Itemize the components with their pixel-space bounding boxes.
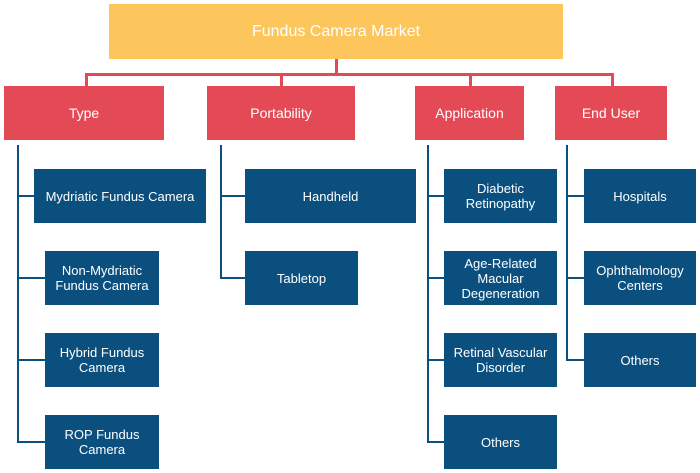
leaf-mydriatic: Mydriatic Fundus Camera bbox=[34, 169, 206, 223]
type-branch bbox=[17, 277, 45, 279]
type-branch bbox=[17, 195, 34, 197]
leaf-label: Others bbox=[620, 352, 660, 368]
application-branch bbox=[427, 195, 444, 197]
leaf-label: Tabletop bbox=[276, 270, 327, 286]
leaf-application-others: Others bbox=[444, 415, 557, 469]
leaf-ophthalmology-centers: Ophthalmology Centers bbox=[584, 251, 696, 305]
leaf-label: Ophthalmology Centers bbox=[596, 263, 684, 293]
portability-branch bbox=[220, 277, 245, 279]
type-branch bbox=[17, 359, 45, 361]
leaf-label: Retinal Vascular Disorder bbox=[453, 345, 548, 375]
leaf-end-user-others: Others bbox=[584, 333, 696, 387]
connector-portability bbox=[280, 73, 283, 86]
application-branch bbox=[427, 441, 444, 443]
leaf-handheld: Handheld bbox=[245, 169, 416, 223]
root-label: Fundus Camera Market bbox=[251, 23, 421, 40]
category-application: Application bbox=[415, 86, 524, 140]
leaf-rop: ROP Fundus Camera bbox=[45, 415, 159, 469]
leaf-label: Hybrid Fundus Camera bbox=[59, 345, 145, 375]
application-trunk bbox=[427, 145, 429, 443]
type-branch bbox=[17, 441, 45, 443]
category-label: Portability bbox=[250, 104, 312, 121]
connector-application bbox=[469, 73, 472, 86]
end-user-trunk bbox=[566, 145, 568, 361]
root-connector bbox=[335, 59, 338, 75]
connector-end-user bbox=[611, 73, 614, 86]
category-label: End User bbox=[581, 104, 641, 121]
leaf-label: Age-Related Macular Degeneration bbox=[461, 255, 540, 301]
application-branch bbox=[427, 359, 444, 361]
leaf-label: Mydriatic Fundus Camera bbox=[45, 188, 195, 204]
category-end-user: End User bbox=[555, 86, 667, 140]
end-user-branch bbox=[566, 277, 584, 279]
category-label: Type bbox=[68, 104, 100, 121]
leaf-label: Others bbox=[480, 434, 520, 450]
category-type: Type bbox=[4, 86, 164, 140]
leaf-label: ROP Fundus Camera bbox=[64, 427, 140, 457]
leaf-hospitals: Hospitals bbox=[584, 169, 696, 223]
leaf-label: Diabetic Retinopathy bbox=[465, 181, 536, 211]
leaf-hybrid: Hybrid Fundus Camera bbox=[45, 333, 159, 387]
end-user-branch bbox=[566, 195, 584, 197]
leaf-retinal-vascular: Retinal Vascular Disorder bbox=[444, 333, 557, 387]
application-branch bbox=[427, 277, 444, 279]
portability-trunk bbox=[220, 145, 222, 279]
end-user-branch bbox=[566, 359, 584, 361]
leaf-amd: Age-Related Macular Degeneration bbox=[444, 251, 557, 305]
portability-branch bbox=[220, 195, 245, 197]
category-bus bbox=[85, 73, 614, 76]
connector-type bbox=[85, 73, 88, 86]
type-trunk bbox=[17, 145, 19, 443]
leaf-diabetic-retinopathy: Diabetic Retinopathy bbox=[444, 169, 557, 223]
leaf-tabletop: Tabletop bbox=[245, 251, 358, 305]
category-portability: Portability bbox=[207, 86, 355, 140]
leaf-label: Hospitals bbox=[613, 188, 667, 204]
leaf-label: Non-Mydriatic Fundus Camera bbox=[55, 263, 149, 293]
leaf-non-mydriatic: Non-Mydriatic Fundus Camera bbox=[45, 251, 159, 305]
root-node: Fundus Camera Market bbox=[109, 4, 563, 59]
leaf-label: Handheld bbox=[302, 188, 359, 204]
category-label: Application bbox=[435, 104, 504, 121]
